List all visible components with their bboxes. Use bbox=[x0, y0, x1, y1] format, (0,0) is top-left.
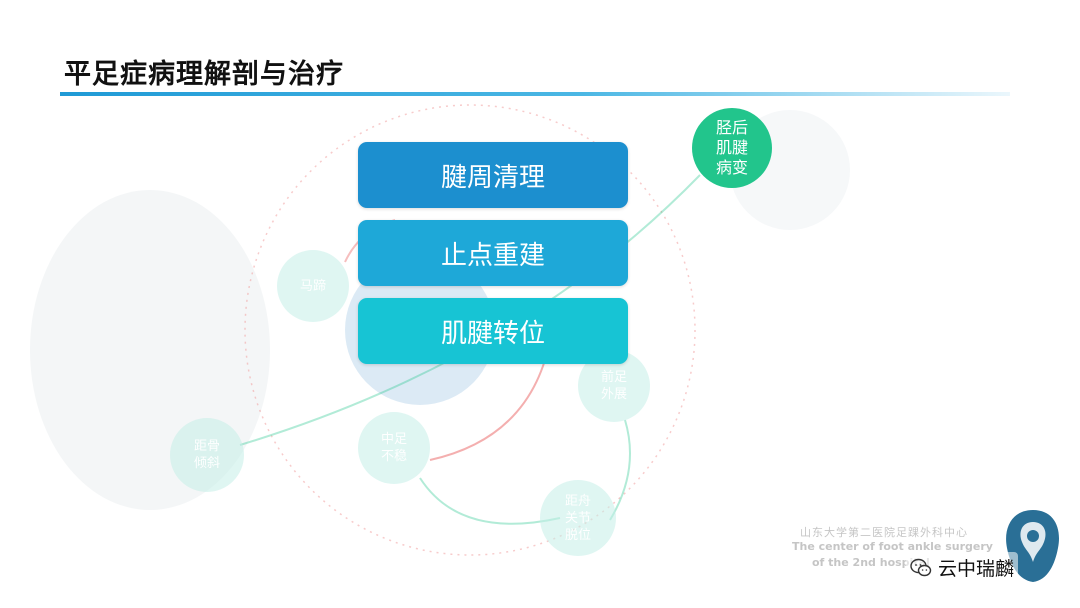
node-talus-line2: 倾斜 bbox=[193, 456, 220, 471]
node-talonavicular: 距舟 关节 脱位 bbox=[540, 480, 616, 556]
node-posterior-tibial-tendon: 胫后 肌腱 病变 bbox=[692, 108, 772, 188]
box-tendon-debridement: 腱周清理 bbox=[358, 142, 628, 208]
box-tendon-transfer: 肌腱转位 bbox=[358, 298, 628, 364]
node-talus-line1: 距骨 bbox=[193, 439, 220, 454]
wechat-account-name: 云中瑞麟 bbox=[938, 558, 1015, 580]
highlight-line1: 胫后 bbox=[715, 118, 748, 137]
node-forefoot-line1: 前足 bbox=[600, 370, 627, 385]
watermark-cn: 山东大学第二医院足踝外科中心 bbox=[800, 526, 968, 539]
box-insertion-reconstruction: 止点重建 bbox=[358, 220, 628, 286]
arrow-forefoot bbox=[609, 419, 631, 521]
node-midfoot-line2: 不稳 bbox=[380, 449, 407, 464]
node-midfoot-line1: 中足 bbox=[380, 432, 407, 447]
node-forefoot-line2: 外展 bbox=[600, 387, 627, 402]
dotted-ring bbox=[244, 104, 696, 556]
title-underline bbox=[60, 92, 1010, 96]
node-joint-line2: 关节 bbox=[564, 510, 591, 526]
node-joint-line1: 距舟 bbox=[564, 493, 591, 509]
wechat-icon bbox=[910, 558, 932, 576]
watermark-en-line2: of the 2nd hospital bbox=[812, 556, 930, 569]
highlight-line2: 肌腱 bbox=[715, 138, 748, 157]
node-midfoot-instability: 中足 不稳 bbox=[358, 412, 430, 484]
highlight-line3: 病变 bbox=[715, 158, 748, 177]
arrow-joint bbox=[419, 477, 561, 525]
wechat-attribution: 云中瑞麟 bbox=[906, 552, 1019, 583]
node-joint-line3: 脱位 bbox=[564, 527, 591, 543]
watermark-en-line1: The center of foot ankle surgery bbox=[792, 540, 993, 553]
page-title: 平足症病理解剖与治疗 bbox=[64, 59, 344, 90]
node-talus-tilt: 距骨 倾斜 bbox=[170, 418, 244, 492]
node-horse: 马蹄 bbox=[277, 250, 349, 322]
arrow-midfoot bbox=[429, 359, 546, 461]
logo-icon bbox=[1006, 510, 1059, 582]
node-horse-label: 马蹄 bbox=[299, 278, 326, 294]
